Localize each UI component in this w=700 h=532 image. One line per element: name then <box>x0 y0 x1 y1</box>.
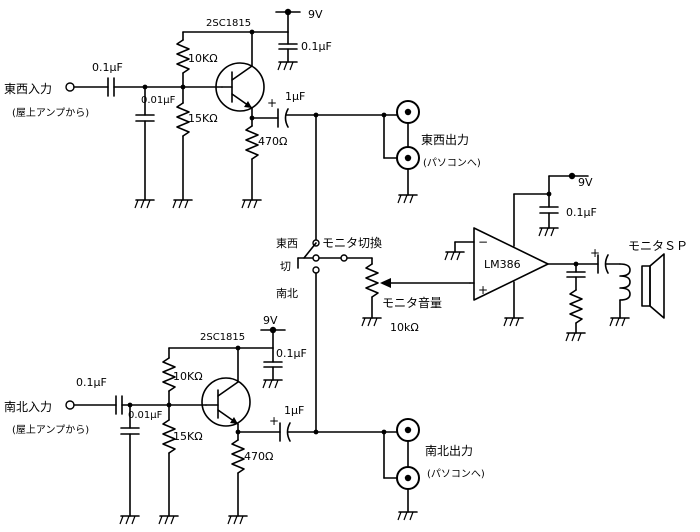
bottom-preamp: 9V 2SC1815 0.1μF 南北入力 (屋上アンプから) 0.1μF <box>4 314 485 525</box>
ground-icon <box>397 511 418 521</box>
r470-top-label: 470Ω <box>258 135 287 148</box>
speaker-coil-icon <box>619 263 631 301</box>
v9-amp-label: 9V <box>578 176 593 189</box>
top-preamp: 9V 2SC1815 0.1μF 東西入力 (屋上アンプから) 0.1μF <box>4 8 481 209</box>
vol-title-label: モニタ音量 <box>382 295 442 310</box>
ground-icon <box>241 199 262 209</box>
v9-bottom-label: 9V <box>263 314 278 327</box>
cap-out-bottom-plus: + <box>269 414 279 428</box>
input-top-terminal <box>65 82 75 92</box>
cap-out-top-label: 1μF <box>285 90 305 103</box>
r15k-bottom-label: 15KΩ <box>173 430 203 443</box>
ground-icon <box>565 332 586 342</box>
ground-icon <box>262 379 283 389</box>
ground-icon <box>444 251 465 261</box>
ground-icon <box>172 199 193 209</box>
ground-icon <box>609 317 630 327</box>
cap-bypass-amp-label: 0.1μF <box>566 206 597 219</box>
cap-shunt-top-label: 0.01μF <box>141 95 176 106</box>
amp-minus: − <box>478 235 488 249</box>
speaker-cone-icon <box>649 253 665 319</box>
sw-east-west-label: 東西 <box>276 237 298 250</box>
cap-out-bottom-label: 1μF <box>284 404 304 417</box>
ground-icon <box>277 61 298 71</box>
r15k-top-label: 15KΩ <box>188 112 218 125</box>
ground-icon <box>134 199 155 209</box>
out-bottom-sub-label: (パソコンへ) <box>427 468 485 480</box>
input-bottom-terminal <box>65 400 75 410</box>
speaker-magnet-icon <box>641 265 651 307</box>
sw-terminal-off <box>312 254 320 262</box>
sw-north-south-label: 南北 <box>276 287 298 300</box>
sw-off-label: 切 <box>280 260 291 273</box>
transistor-bottom-icon <box>201 377 251 427</box>
cap-bypass-bottom-label: 0.1μF <box>276 347 307 360</box>
speaker-label: モニタＳＰ <box>628 239 688 253</box>
v9-top-label: 9V <box>308 8 323 21</box>
cap-bypass-top-label: 0.1μF <box>301 40 332 53</box>
ground-icon <box>158 515 179 525</box>
r10k-bottom-label: 10KΩ <box>173 370 203 383</box>
cap-amp-out-plus: + <box>590 246 600 260</box>
sw-terminal-north-south <box>312 266 320 274</box>
ground-icon <box>538 227 559 237</box>
r470-bottom-label: 470Ω <box>244 450 273 463</box>
ground-icon <box>397 194 418 204</box>
ground-icon <box>227 515 248 525</box>
lm386-amp: LM386 − + 9V <box>444 172 688 342</box>
out-top-sub-label: (パソコンへ) <box>423 157 481 169</box>
sw-title-label: モニタ切換 <box>322 236 382 250</box>
transistor-top-label: 2SC1815 <box>206 18 251 29</box>
amp-ic-label: LM386 <box>484 258 521 271</box>
amp-plus: + <box>478 283 488 297</box>
input-top-label: 東西入力 <box>4 82 52 96</box>
r10k-top-label: 10KΩ <box>188 52 218 65</box>
input-bottom-label: 南北入力 <box>4 399 52 414</box>
transistor-top-icon <box>215 62 265 112</box>
cap-shunt-bottom-label: 0.01μF <box>128 410 163 421</box>
input-top-sub-label: (屋上アンプから) <box>12 107 89 119</box>
lm386-opamp-icon <box>473 227 549 301</box>
transistor-bottom-label: 2SC1815 <box>200 332 245 343</box>
vol-value-label: 10kΩ <box>390 321 419 334</box>
pot-wiper-arrow-icon <box>380 278 391 288</box>
cap-in-top-label: 0.1μF <box>92 61 123 74</box>
cap-out-top-plus: + <box>267 96 277 110</box>
cap-in-bottom-label: 0.1μF <box>76 376 107 389</box>
ground-icon <box>503 317 524 327</box>
monitor-switch: 東西 切 南北 モニタ切換 モニタ音量 10kΩ <box>276 114 471 431</box>
out-top-label: 東西出力 <box>421 133 469 147</box>
ground-icon <box>361 317 382 327</box>
input-bottom-sub-label: (屋上アンプから) <box>12 424 89 436</box>
out-bottom-label: 南北出力 <box>425 443 473 458</box>
ground-icon <box>119 515 140 525</box>
